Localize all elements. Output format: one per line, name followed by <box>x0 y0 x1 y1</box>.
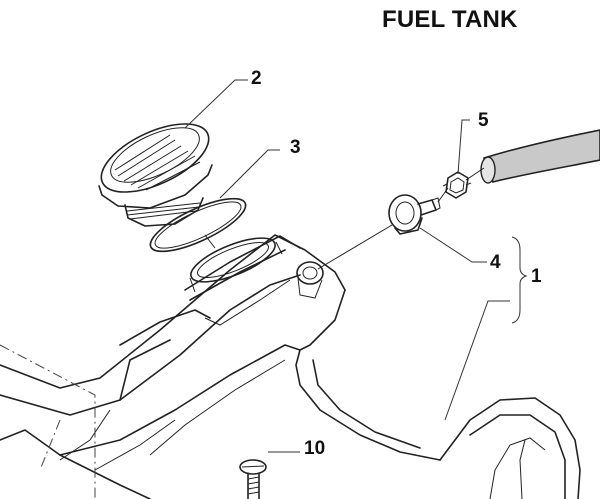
hose-clamp <box>442 171 472 199</box>
breather-hose <box>480 129 600 184</box>
callout-4: 4 <box>490 252 501 273</box>
callout-5: 5 <box>478 110 489 131</box>
fuel-tank-body <box>0 234 581 499</box>
callout-2: 2 <box>251 68 262 89</box>
vent-valve <box>388 194 441 235</box>
callout-10: 10 <box>304 438 325 459</box>
assembly-lines <box>204 167 485 270</box>
diagram-title: FUEL TANK <box>382 6 518 33</box>
mounting-screw <box>239 459 267 499</box>
o-ring-gasket <box>149 197 247 253</box>
leader-lines <box>184 79 528 421</box>
fuel-cap <box>98 123 213 227</box>
callout-3: 3 <box>290 137 301 158</box>
callout-1: 1 <box>531 266 542 287</box>
